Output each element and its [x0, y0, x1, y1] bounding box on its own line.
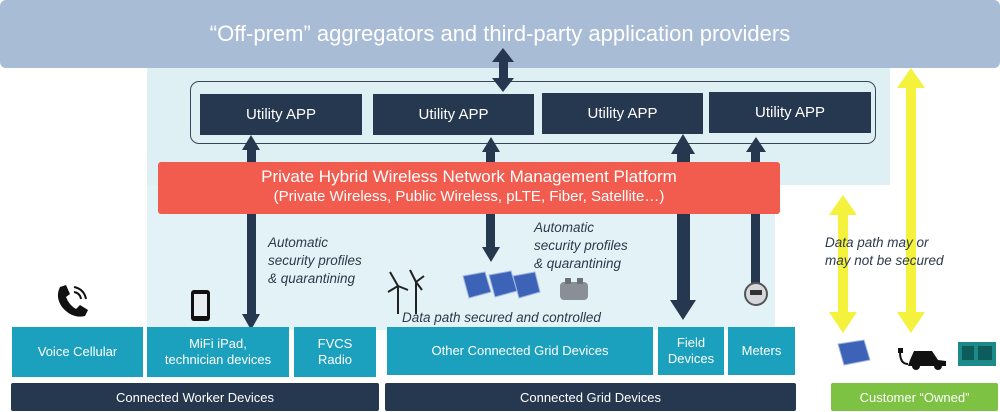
solar-panel-icon	[462, 270, 541, 299]
phone-icon	[57, 285, 88, 317]
customer-data-arrow-left	[829, 195, 857, 333]
connected-worker-devices-bar: Connected Worker Devices	[11, 383, 379, 411]
smart-meter-icon	[744, 282, 768, 306]
meters-box: Meters	[728, 327, 795, 375]
fvcs-radio-box: FVCS Radio	[294, 327, 376, 377]
data-path-maybe-note: Data path may or may not be secured	[825, 235, 944, 268]
platform-subtitle: (Private Wireless, Public Wireless, pLTE…	[273, 188, 665, 205]
wind-turbine-icon	[387, 269, 425, 314]
customer-solar-panel-icon	[837, 339, 871, 366]
voice-cellular-box: Voice Cellular	[12, 327, 143, 377]
banner-app-arrow	[492, 48, 514, 92]
field-devices-box: Field Devices	[658, 327, 724, 375]
mifi-devices-box: MiFi iPad, technician devices	[147, 327, 289, 377]
utility-app-1: Utility APP	[200, 94, 362, 135]
electric-car-icon	[898, 348, 946, 370]
transformer-icon	[560, 278, 588, 300]
security-note-right: Automatic security profiles & quarantini…	[534, 220, 628, 271]
security-note-left: Automatic security profiles & quarantini…	[268, 235, 362, 286]
generator-icon	[958, 342, 996, 366]
utility-app-3: Utility APP	[542, 93, 703, 134]
data-path-secured-note: Data path secured and controlled	[402, 310, 601, 325]
utility-app-4: Utility APP	[709, 92, 871, 133]
banner-title: “Off-prem” aggregators and third-party a…	[209, 21, 791, 46]
network-management-platform: Private Hybrid Wireless Network Manageme…	[158, 162, 780, 214]
mobile-device-icon	[191, 290, 210, 321]
utility-apps-group	[190, 81, 876, 144]
connected-grid-devices-bar: Connected Grid Devices	[385, 383, 796, 411]
customer-data-arrow-right	[897, 68, 925, 333]
utility-app-2: Utility APP	[373, 94, 534, 135]
platform-title: Private Hybrid Wireless Network Manageme…	[261, 167, 677, 186]
app1-mifi-arrow	[242, 135, 260, 330]
app4-meters-arrow	[746, 137, 766, 283]
customer-owned-bar: Customer “Owned”	[831, 383, 998, 411]
other-grid-devices-box: Other Connected Grid Devices	[387, 327, 653, 375]
